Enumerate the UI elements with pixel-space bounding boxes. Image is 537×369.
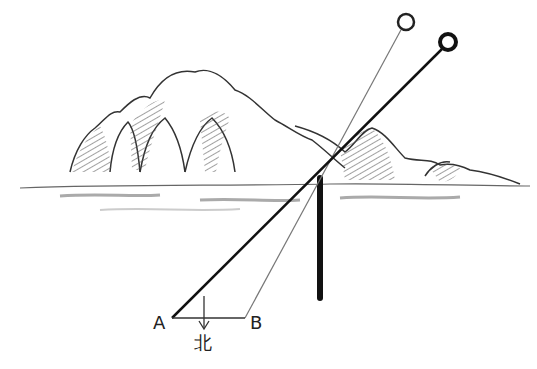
direction-label: 北 <box>194 334 212 352</box>
point-label: A <box>153 314 165 332</box>
stick <box>317 178 323 298</box>
mountains <box>70 70 520 184</box>
north-arrow <box>203 296 204 328</box>
sun-later <box>440 34 456 50</box>
shadow-baseline <box>172 317 245 318</box>
mountain-shading <box>72 100 460 182</box>
sun-ray-thick <box>172 49 442 318</box>
north-arrowhead <box>199 321 209 329</box>
sun-ray-thin <box>245 28 402 318</box>
point-label: B <box>250 314 262 332</box>
sun-earlier <box>398 14 414 30</box>
ground <box>20 184 530 210</box>
